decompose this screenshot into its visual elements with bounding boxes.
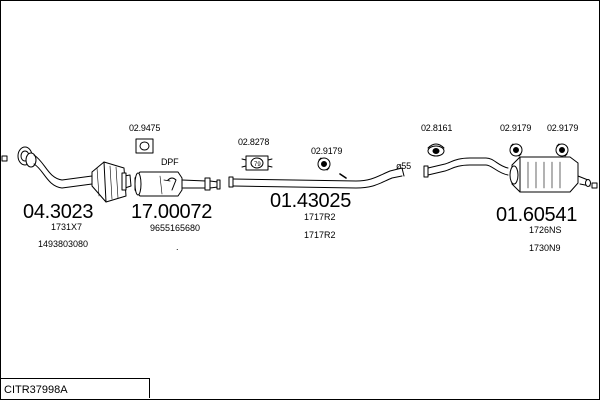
oem-reference: 1717R2 (304, 212, 336, 222)
part-number: 04.3023 (23, 201, 94, 223)
gasket-icon (135, 138, 154, 154)
oem-reference: 1730N9 (529, 243, 561, 253)
oem-reference: 1493803080 (38, 239, 89, 249)
rubber-mount-icon (509, 143, 523, 157)
front-pipe-catalyst (17, 146, 132, 203)
diameter-label: ø55 (396, 161, 411, 171)
fitting-code: 02.9179 (547, 123, 579, 133)
rubber-mount-icon (317, 157, 331, 171)
clamp-icon: 79 (241, 155, 273, 171)
fitting-code: 02.8278 (238, 137, 270, 147)
svg-text:79: 79 (254, 162, 261, 168)
fitting-code: 02.9179 (311, 146, 343, 156)
oem-reference: 1726NS (529, 225, 562, 235)
part-number: 17.00072 (131, 201, 213, 223)
rear-pipe-silencer (423, 156, 591, 193)
hanger-icon (427, 143, 445, 157)
dot-mark: . (176, 242, 179, 252)
oem-reference: 1717R2 (304, 230, 336, 240)
oem-reference: 9655165680 (150, 223, 201, 233)
fitting-code: 02.9179 (500, 123, 532, 133)
part-number: 01.43025 (270, 190, 352, 212)
edge-marker-left (1, 155, 8, 162)
rubber-mount-icon (555, 143, 569, 157)
title-box: CITR37998A (0, 378, 150, 398)
dpf-label: DPF (161, 157, 179, 167)
diagram-title: CITR37998A (4, 384, 68, 396)
fitting-code: 02.9475 (129, 123, 161, 133)
dpf-filter (134, 171, 221, 197)
intermediate-pipe (228, 167, 405, 189)
edge-marker-right (591, 182, 598, 189)
oem-reference: 1731X7 (51, 222, 83, 232)
fitting-code: 02.8161 (421, 123, 453, 133)
part-number: 01.60541 (496, 204, 578, 226)
